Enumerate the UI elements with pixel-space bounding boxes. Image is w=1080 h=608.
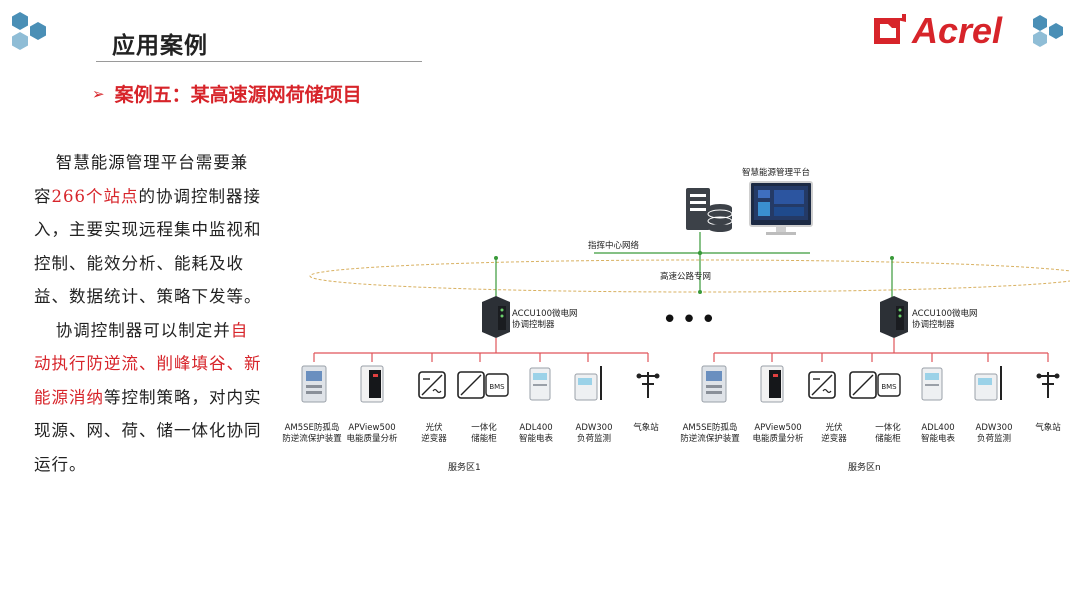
controller-label-zone-n: ACCU100微电网协调控制器 — [912, 309, 978, 330]
device-meter-icon — [529, 367, 551, 401]
controller-label-zone-1: ACCU100微电网协调控制器 — [512, 309, 578, 330]
device-inverter-icon — [808, 371, 836, 399]
device-label-weather: 气象站 — [1035, 423, 1061, 433]
device-inverter-icon — [418, 371, 446, 399]
system-architecture-diagram: BMS BMS — [301, 181, 1070, 403]
device-load-icon — [574, 366, 602, 401]
case-subtitle: ➢案例五：某高速源网荷储项目 — [92, 84, 362, 106]
controller-icon-zone-1 — [482, 296, 510, 338]
device-load-icon — [974, 366, 1002, 401]
device-label-inverter: 光伏逆变器 — [821, 423, 847, 444]
device-label-relay: AM5SE防孤岛防逆流保护装置 — [680, 423, 740, 444]
arrow-bullet-icon: ➢ — [92, 85, 105, 103]
device-analyzer-icon — [360, 365, 384, 403]
device-meter-icon — [921, 367, 943, 401]
platform-label: 智慧能源管理平台 — [742, 168, 811, 178]
zone-label-n: 服务区n — [848, 463, 881, 473]
highlight-strategies: 自动执行防逆流、削峰填谷、新能源消纳 — [34, 320, 262, 407]
highlight-sites: 266个站点 — [51, 186, 139, 206]
device-label-weather: 气象站 — [633, 423, 659, 433]
highway-network-label: 高速公路专网 — [660, 272, 712, 282]
paragraph-1: 智慧能源管理平台需要兼容266个站点的协调控制器接入，主要实现远程集中监视和控制… — [34, 153, 262, 306]
brand-name: Acrel — [912, 10, 1003, 51]
monitor-icon — [749, 181, 813, 235]
controller-icon-zone-n — [880, 296, 908, 338]
zone-label-1: 服务区1 — [448, 463, 481, 473]
device-label-storage: 一体化储能柜 — [875, 423, 901, 444]
decor-hexagons-left — [12, 12, 46, 50]
description-text: 智慧能源管理平台需要兼容266个站点的协调控制器接入，主要实现远程集中监视和控制… — [34, 146, 262, 481]
server-icon — [686, 188, 733, 232]
ellipsis-indicator: ••• — [662, 305, 721, 335]
device-storage-icon: BMS — [849, 371, 901, 399]
command-network-label: 指挥中心网络 — [588, 241, 640, 251]
device-storage-icon: BMS — [457, 371, 509, 399]
device-label-inverter: 光伏逆变器 — [421, 423, 447, 444]
page-title: 应用案例 — [112, 33, 208, 59]
device-analyzer-icon — [760, 365, 784, 403]
bms-label: BMS — [489, 383, 505, 391]
device-label-relay: AM5SE防孤岛防逆流保护装置 — [282, 423, 342, 444]
paragraph-2: 协调控制器可以制定并自动执行防逆流、削峰填谷、新能源消纳等控制策略，对内实现源、… — [34, 320, 262, 474]
device-label-storage: 一体化储能柜 — [471, 423, 497, 444]
device-relay-icon — [701, 365, 727, 403]
decor-hexagons-right — [1033, 15, 1063, 47]
device-weather-icon — [1036, 372, 1060, 398]
title-divider — [96, 61, 422, 62]
bms-label: BMS — [881, 383, 897, 391]
device-relay-icon — [301, 365, 327, 403]
brand-logo-icon — [874, 14, 906, 44]
device-weather-icon — [636, 372, 660, 398]
